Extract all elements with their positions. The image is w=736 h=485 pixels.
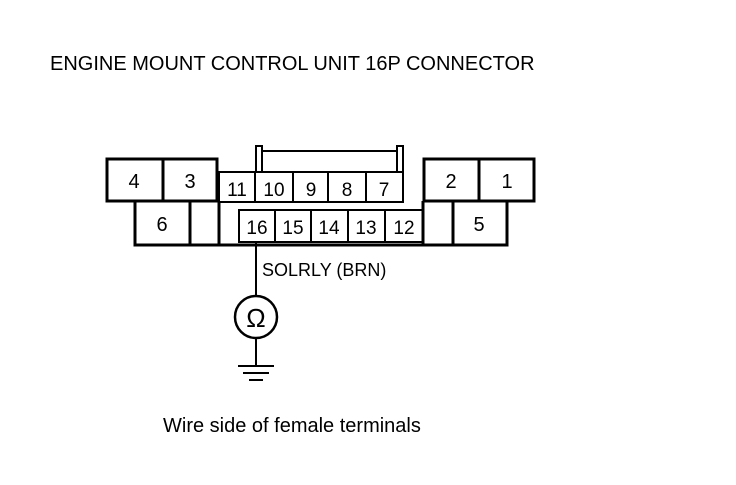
pin-9: 9 bbox=[306, 180, 317, 201]
wire-label: SOLRLY (BRN) bbox=[262, 260, 386, 280]
bottom-row-pins bbox=[238, 209, 424, 243]
connector-outline bbox=[105, 157, 536, 247]
pin-1: 1 bbox=[501, 171, 512, 193]
pin-3: 3 bbox=[184, 171, 195, 193]
pin-7: 7 bbox=[379, 180, 390, 201]
middle-row-outline bbox=[218, 171, 404, 203]
pin-15: 15 bbox=[282, 218, 303, 239]
lock-tab-left-post bbox=[255, 145, 263, 173]
pin-14: 14 bbox=[318, 218, 340, 239]
pin-10: 10 bbox=[263, 180, 284, 201]
ohmmeter-symbol: Ω bbox=[246, 303, 265, 333]
ground-icon bbox=[238, 338, 274, 381]
pin-11: 11 bbox=[227, 180, 247, 201]
lower-row-outline bbox=[133, 201, 509, 247]
ohmmeter-icon: Ω bbox=[233, 294, 279, 340]
pin-2: 2 bbox=[445, 171, 456, 193]
pin-8: 8 bbox=[342, 180, 353, 201]
diagram-caption: Wire side of female terminals bbox=[163, 415, 421, 437]
lock-tab-right-post bbox=[396, 145, 404, 173]
lock-tab bbox=[255, 145, 404, 173]
middle-row-pins bbox=[218, 171, 404, 203]
bottom-row-outline bbox=[238, 209, 424, 243]
pin-5: 5 bbox=[473, 214, 484, 236]
pin-13: 13 bbox=[355, 218, 376, 239]
pin-4: 4 bbox=[128, 171, 139, 193]
pin-16: 16 bbox=[246, 218, 267, 239]
pin-6: 6 bbox=[156, 214, 167, 236]
diagram-title: ENGINE MOUNT CONTROL UNIT 16P CONNECTOR bbox=[50, 53, 535, 75]
pin-12: 12 bbox=[393, 218, 414, 239]
